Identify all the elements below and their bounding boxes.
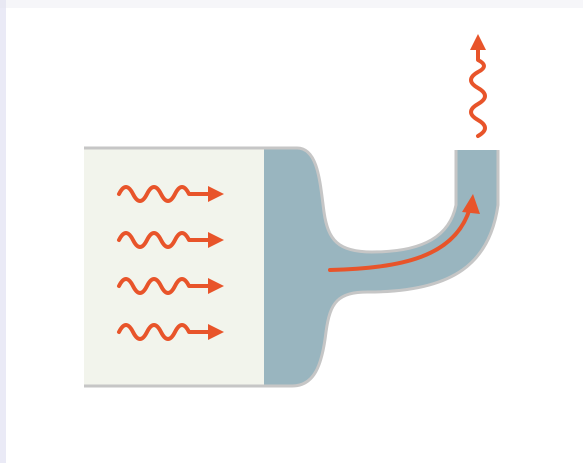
top-edge-strip xyxy=(0,0,583,8)
emitted-wave-icon xyxy=(470,34,486,136)
light-chamber xyxy=(84,148,265,386)
left-edge-strip xyxy=(0,0,6,463)
